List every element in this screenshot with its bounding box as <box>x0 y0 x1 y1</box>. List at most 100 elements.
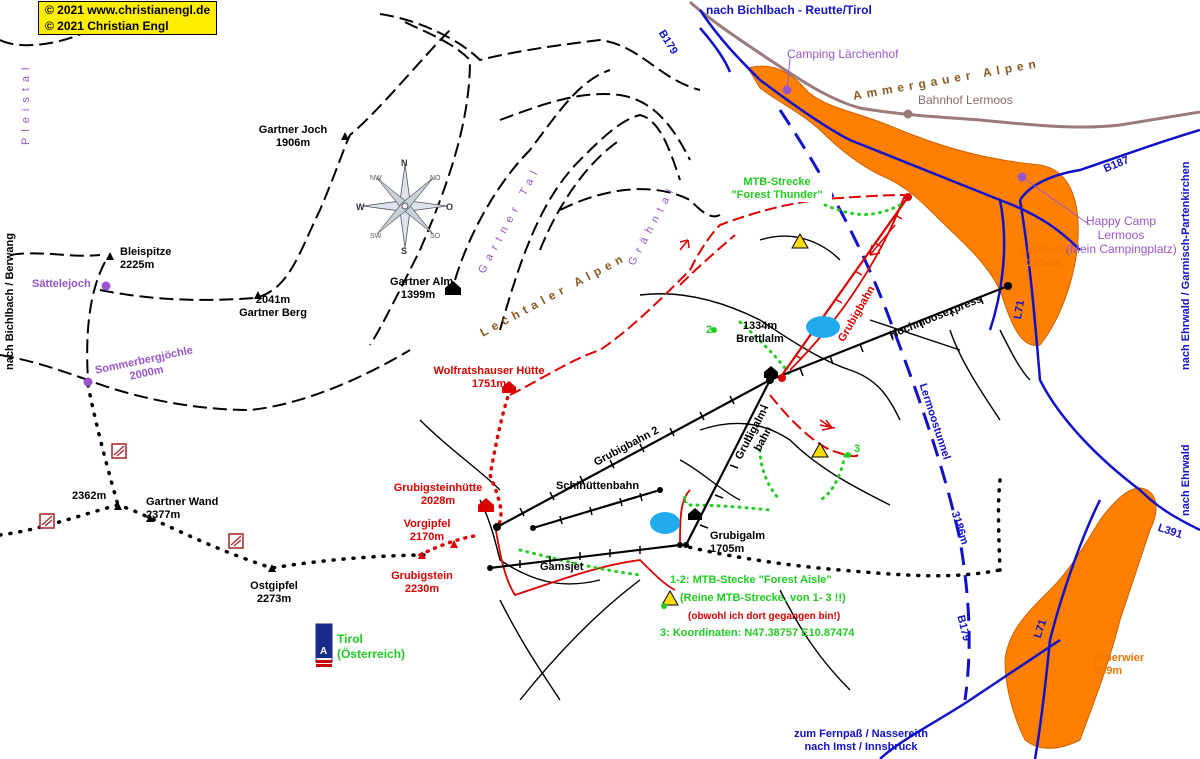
hut-name: Wolfratshauser Hütte <box>433 365 545 377</box>
peak-name: Ostgipfel <box>250 580 298 592</box>
tirol-country-code: A <box>320 646 328 657</box>
compass-rose <box>362 163 448 249</box>
mtb-marker-1: 1 <box>682 494 689 506</box>
town-elevation: 989m <box>1094 665 1123 677</box>
town-lermoos: Lermoos 1004m <box>1016 244 1072 270</box>
hut-brettlalm: 1334m Brettlalm <box>730 320 790 346</box>
roads <box>698 9 1200 759</box>
town-elevation: 1004m <box>1026 257 1062 269</box>
biberwier-area <box>1004 487 1157 749</box>
mtb-marker-3: 3 <box>854 443 861 455</box>
direction-line-2: nach Imst / Innsbruck <box>804 741 918 753</box>
compass-n: N <box>401 158 408 168</box>
lift-ticks <box>519 295 984 568</box>
direction-bichlbach-reutte: nach Bichlbach - Reutte/Tirol <box>706 3 872 17</box>
hut-elevation: 1334m <box>742 320 778 332</box>
peak-markers <box>106 132 349 572</box>
peak-elevation: 2041m <box>255 294 291 306</box>
direction-ehrwald: nach Ehrwald <box>1180 444 1192 516</box>
peak-elevation: 2225m <box>120 259 155 271</box>
peak-gartner-berg: 2041m Gartner Berg <box>238 294 308 320</box>
direction-ehrwald-gap: nach Ehrwald / Garmisch-Partenkirchen <box>1180 161 1192 370</box>
peak-gartner-wand: Gartner Wand 2377m <box>146 496 218 522</box>
peak-2362: 2362m <box>72 490 107 502</box>
railway <box>688 0 1200 129</box>
mtb-forest-thunder-label: MTB-Strecke "Forest Thunder" <box>722 176 832 202</box>
compass-sw: SW <box>370 233 382 240</box>
poi-name-cont: Lermoos <box>1097 228 1145 242</box>
hut-icons <box>445 281 778 520</box>
direction-bichlbach-berwang: nach Bichlbach / Berwang <box>4 233 16 370</box>
poi-happy-camp: Happy Camp Lermoos (Mein Campingplatz) <box>1066 214 1177 256</box>
climbing-icons-lines <box>41 445 242 547</box>
mtb-title: MTB-Strecke <box>743 176 811 188</box>
mtb-trails <box>518 203 902 577</box>
lake-grubigalm <box>650 512 680 534</box>
compass-so: SO <box>430 233 441 240</box>
lift-gamsjet: Gamsjet <box>540 561 584 573</box>
hut-grubigalm: Grubigalm 1705m <box>710 530 765 556</box>
cable-car-grubigbahn <box>779 196 909 379</box>
lift-schihuettenbahn: Schihüttenbahn <box>556 480 640 492</box>
bahnhof-dot <box>903 109 913 119</box>
peak-elevation: 1906m <box>275 137 311 149</box>
tirol-name: Tirol <box>337 632 363 646</box>
hiking-trails-red-dotted <box>418 388 512 557</box>
peak-name: Gartner Berg <box>239 307 307 319</box>
tirol-label: Tirol (Österreich) <box>337 632 405 662</box>
mtb-legend-1: 1-2: MTB-Stecke "Forest Aisle" <box>670 574 832 586</box>
mtb-marker-dots <box>661 327 851 609</box>
compass-s: S <box>401 246 408 256</box>
mtb-legend-4: 3: Koordinaten: N47.38757 E10.87474 <box>660 627 855 639</box>
poi-leaders <box>786 57 1091 226</box>
hut-name: Brettlalm <box>736 333 784 345</box>
tirol-sign <box>315 623 333 667</box>
mtb-legend-2: (Reine MTB-Strecke, von 1- 3 !!) <box>680 592 846 604</box>
peak-elevation: 2273m <box>256 593 292 605</box>
peak-gartner-joch: Gartner Joch 1906m <box>253 124 333 150</box>
poi-name: Happy Camp <box>1085 214 1157 228</box>
poi-bahnhof-lermoos: Bahnhof Lermoos <box>918 93 1013 107</box>
mtb-legend-3: (obwohl ich dort gegangen bin!) <box>688 611 841 622</box>
peak-ostgipfel: Ostgipfel 2273m <box>244 580 304 606</box>
hut-name: Grubigsteinhütte <box>393 482 483 494</box>
copyright-line-1: © 2021 www.christianengl.de <box>45 3 211 17</box>
compass-nw: NW <box>370 175 382 182</box>
hiking-trails-red-solid <box>494 194 906 597</box>
peak-elevation: 2170m <box>409 531 445 543</box>
town-biberwier: Biberwier 989m <box>1094 652 1144 678</box>
hiking-trails-red <box>509 194 906 458</box>
hut-wolfratshauser: Wolfratshauser Hütte 1751m <box>424 365 554 391</box>
hut-elevation: 2028m <box>420 495 456 507</box>
peak-bleispitze: Bleispitze 2225m <box>120 246 171 272</box>
direction-fernpass: zum Fernpaß / Nassereith nach Imst / Inn… <box>786 728 936 754</box>
peak-vorgipfel: Vorgipfel 2170m <box>392 518 462 544</box>
peak-name: Vorgipfel <box>403 518 451 530</box>
compass-no: NO <box>430 175 441 182</box>
mountain-trails <box>0 13 721 412</box>
lermoostunnel <box>778 109 971 701</box>
peak-name: Grubigstein <box>391 570 453 582</box>
red-stations <box>778 193 912 382</box>
hut-gartner-alm: Gartner Alm 1399m <box>390 276 453 302</box>
town-name: Biberwier <box>1094 652 1145 664</box>
hut-elevation: 1399m <box>400 289 436 301</box>
poi-camping-laerchenhof: Camping Lärchenhof <box>787 47 899 61</box>
peak-markers-red <box>418 540 458 559</box>
peak-grubigstein: Grubigstein 2230m <box>382 570 462 596</box>
tirol-country: (Österreich) <box>337 647 406 661</box>
mtb-name: "Forest Thunder" <box>731 189 823 201</box>
poi-note: (Mein Campingplatz) <box>1066 242 1177 256</box>
peak-name: Gartner Joch <box>258 124 328 136</box>
pass-sattelejoch: Sättelejoch <box>32 278 91 290</box>
peak-elevation: 2377m <box>146 509 181 521</box>
mtb-marker-2: 2 <box>706 324 713 336</box>
lake-brettlalm <box>806 316 840 338</box>
hut-name: Grubigalm <box>710 530 766 542</box>
peak-name: Gartner Wand <box>146 496 219 508</box>
region-pleistal: Pleistal <box>20 61 32 145</box>
warning-icons <box>661 232 829 606</box>
hut-grubigsteinhuette: Grubigsteinhütte 2028m <box>386 482 490 508</box>
compass-w: W <box>356 202 365 212</box>
